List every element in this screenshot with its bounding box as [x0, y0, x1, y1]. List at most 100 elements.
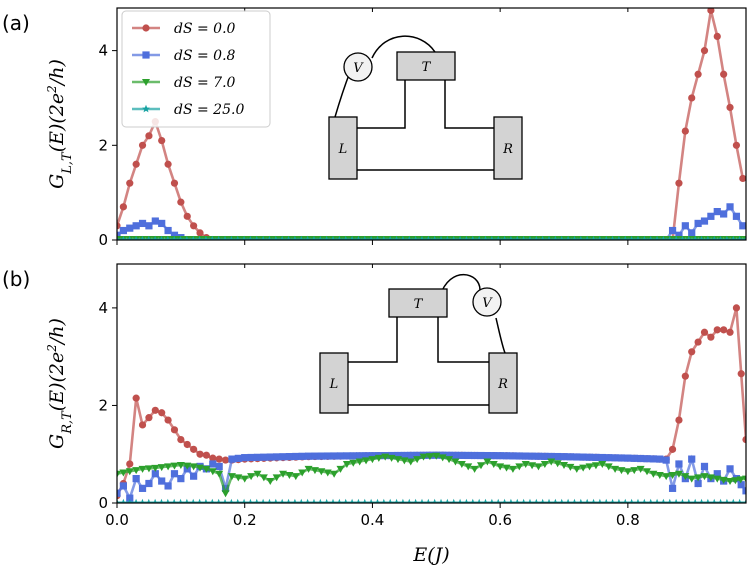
data-point — [342, 460, 351, 468]
data-point — [722, 498, 731, 503]
data-point — [322, 235, 331, 240]
data-point — [310, 498, 318, 503]
data-point — [592, 453, 600, 461]
legend-marker-0 — [142, 24, 150, 32]
data-point — [456, 498, 465, 503]
data-point — [583, 498, 592, 503]
data-point — [662, 473, 671, 481]
data-point — [471, 451, 479, 460]
data-point — [304, 452, 313, 460]
data-point — [570, 498, 579, 503]
data-point — [252, 235, 261, 240]
data-point — [407, 451, 415, 459]
data-point — [189, 235, 198, 240]
data-point — [564, 235, 573, 240]
data-point — [279, 470, 288, 478]
data-point — [190, 445, 198, 453]
data-point — [694, 70, 702, 78]
data-point — [227, 498, 236, 503]
data-point — [240, 235, 249, 240]
data-point — [329, 498, 337, 503]
data-point — [526, 498, 534, 503]
data-point — [585, 453, 594, 461]
data-point — [132, 498, 141, 503]
data-point — [297, 498, 306, 503]
data-point — [464, 451, 472, 460]
data-point — [583, 235, 592, 240]
data-point — [208, 468, 217, 476]
data-point — [570, 235, 579, 240]
legend-label-0: dS = 0.0 — [174, 21, 236, 37]
node-V — [472, 287, 502, 317]
wire — [357, 80, 406, 129]
data-point — [247, 473, 256, 481]
data-point — [640, 498, 649, 503]
data-point — [668, 445, 677, 453]
data-point — [430, 235, 439, 240]
data-point — [475, 498, 484, 503]
data-point — [496, 452, 504, 460]
data-point — [694, 338, 702, 346]
data-point — [630, 454, 638, 462]
data-point — [732, 304, 741, 312]
data-point — [215, 455, 223, 463]
data-point — [707, 333, 715, 341]
data-point — [598, 460, 607, 468]
data-point — [164, 416, 172, 424]
data-point — [145, 132, 153, 140]
data-point — [668, 226, 677, 235]
data-point — [132, 467, 141, 475]
data-point — [678, 498, 687, 503]
wire — [439, 273, 481, 297]
data-point — [290, 235, 299, 240]
data-point — [393, 456, 402, 464]
wire — [348, 317, 398, 363]
data-point — [735, 498, 744, 503]
data-point — [316, 235, 325, 240]
data-point — [272, 474, 281, 482]
data-point — [541, 452, 549, 460]
series-line-1 — [117, 204, 744, 240]
data-point — [170, 498, 179, 503]
data-point — [138, 465, 147, 473]
data-point — [252, 498, 261, 503]
data-point — [266, 478, 275, 486]
node-R — [488, 352, 518, 414]
data-point — [183, 212, 191, 220]
data-point — [707, 212, 715, 220]
data-point — [617, 454, 626, 462]
data-point — [221, 490, 230, 498]
data-point — [190, 222, 198, 230]
data-point — [265, 498, 274, 503]
data-point — [360, 498, 369, 503]
y-tick-label: 4 — [98, 299, 108, 317]
data-point — [595, 498, 604, 503]
data-point — [324, 452, 332, 460]
data-point — [362, 457, 371, 465]
data-point — [170, 235, 179, 240]
data-point — [145, 222, 153, 230]
data-point — [494, 235, 503, 240]
data-point — [379, 498, 388, 503]
data-point — [739, 222, 746, 230]
data-point — [624, 454, 632, 462]
data-point — [151, 217, 159, 225]
data-point — [374, 454, 383, 462]
data-point — [176, 235, 185, 240]
data-point — [515, 463, 524, 471]
data-point — [158, 477, 166, 485]
data-point — [303, 235, 312, 240]
data-point — [164, 482, 172, 490]
node-L-label: L — [329, 377, 339, 392]
data-point — [335, 235, 344, 240]
data-point — [713, 207, 721, 216]
data-point — [468, 235, 477, 240]
node-V — [343, 52, 373, 82]
data-point — [720, 70, 728, 78]
data-point — [182, 498, 191, 503]
data-point — [138, 498, 147, 503]
data-point — [406, 458, 415, 466]
data-point — [259, 498, 268, 503]
data-point — [285, 471, 294, 479]
data-point — [176, 461, 185, 469]
